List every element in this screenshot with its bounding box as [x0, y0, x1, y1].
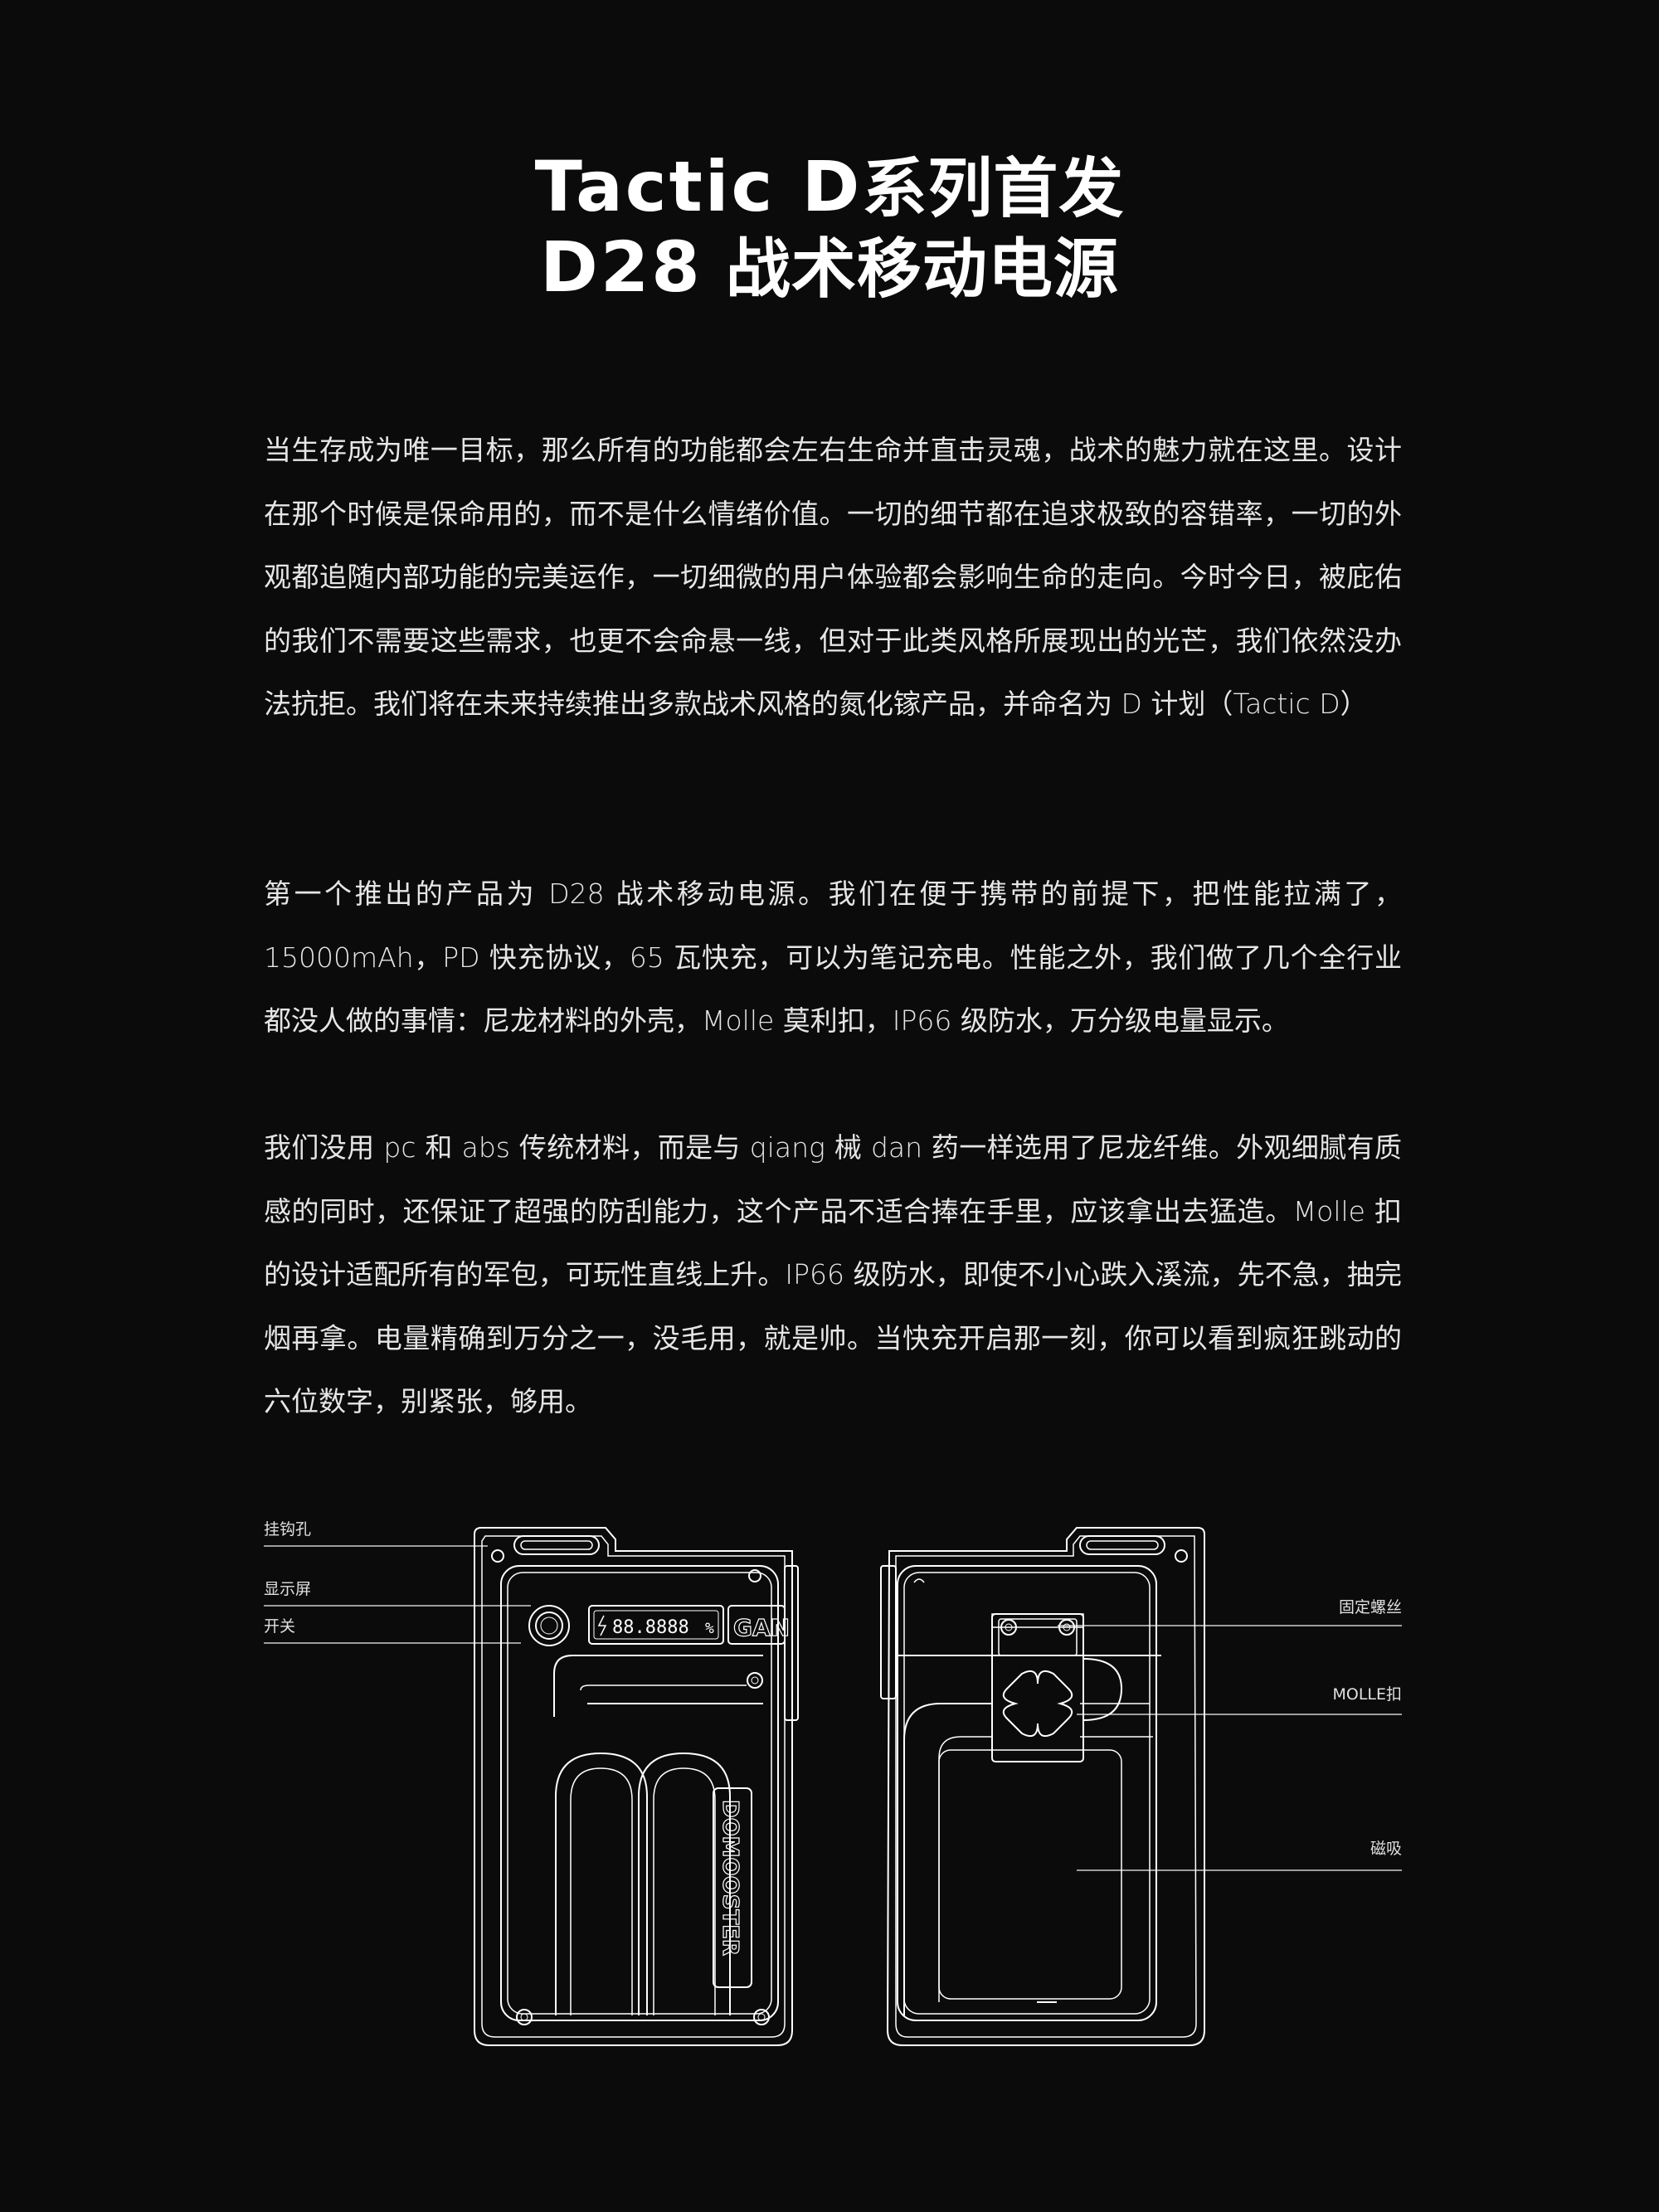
page-title-line-1: Tactic D系列首发	[0, 145, 1659, 231]
molle-clip	[991, 1613, 1084, 1762]
label-magnetic: 磁吸	[1370, 1840, 1402, 1858]
lightning-icon	[597, 1615, 607, 1636]
hook-hole	[513, 1535, 600, 1555]
title-series-suffix: 系列首发	[862, 152, 1125, 226]
label-switch: 开关	[264, 1617, 296, 1636]
molle-x-emblem	[1002, 1670, 1073, 1737]
title-model: D28	[540, 226, 703, 308]
device-front-view: 88.8888 % GAN DOMOOSTER	[474, 1527, 799, 2046]
device-back-view	[880, 1527, 1205, 2046]
material-paragraph: 我们没用 pc 和 abs 传统材料，而是与 qiang 械 dan 药一样选用…	[264, 1131, 1402, 1417]
display-reading: 88.8888	[612, 1617, 689, 1638]
intro-paragraph: 当生存成为唯一目标，那么所有的功能都会左右生命并直击灵魂，战术的魅力就在这里。设…	[264, 434, 1402, 720]
display-unit: %	[705, 1620, 714, 1637]
fixing-screw-left	[1000, 1619, 1017, 1636]
molle-hinge	[1082, 1658, 1123, 1721]
gan-mark: GAN	[733, 1614, 790, 1641]
label-fixing-screw: 固定螺丝	[1338, 1598, 1402, 1616]
product-paragraph: 第一个推出的产品为 D28 战术移动电源。我们在便于携带的前提下，把性能拉满了，…	[264, 878, 1402, 1037]
label-display: 显示屏	[264, 1580, 312, 1598]
label-molle: MOLLE扣	[1332, 1685, 1402, 1704]
power-switch	[528, 1605, 570, 1646]
title-product-name: 战术移动电源	[702, 232, 1119, 307]
back-hook-hole	[1079, 1535, 1165, 1555]
callout-lines	[264, 1545, 1402, 1871]
display-screen	[588, 1605, 724, 1645]
page-title-line-2: D28 战术移动电源	[0, 226, 1659, 311]
brand-mark: DOMOOSTER	[718, 1800, 742, 1956]
fixing-screw-right	[1058, 1619, 1075, 1636]
title-series-name: Tactic D	[534, 146, 863, 227]
label-hook-hole: 挂钩孔	[264, 1520, 312, 1539]
